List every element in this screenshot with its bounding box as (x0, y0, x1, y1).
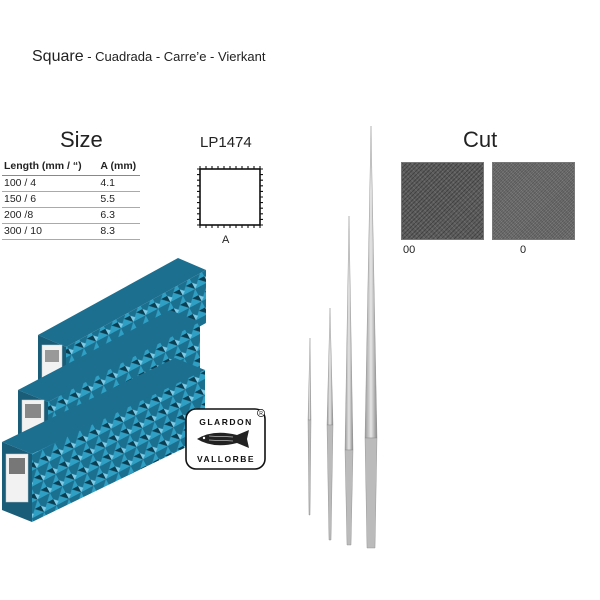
logo-top-text: GLARDON (199, 417, 252, 427)
title-translations: - Cuadrada - Carre’e - Vierkant (83, 49, 266, 64)
a-cell: 4.1 (86, 175, 140, 192)
file-100 (307, 337, 312, 516)
a-cell: 6.3 (86, 207, 140, 224)
profile-dimension-label: A (222, 234, 230, 246)
size-heading: Size (60, 127, 103, 152)
square-files-image (307, 125, 378, 549)
length-cell: 100 / 4 (2, 175, 87, 192)
cut-swatch-0 (492, 162, 575, 240)
svg-text:R: R (259, 411, 263, 417)
logo-bottom-text: VALLORBE (197, 454, 255, 464)
file-300 (364, 125, 378, 549)
table-row: 300 / 10 8.3 (2, 223, 140, 240)
table-row: 100 / 4 4.1 (2, 175, 140, 192)
cut-heading: Cut (463, 127, 498, 152)
cut-swatch-label: 0 (520, 244, 527, 256)
profile-code: LP1474 (200, 134, 252, 151)
a-cell: 5.5 (86, 191, 140, 208)
table-row: 150 / 6 5.5 (2, 191, 140, 208)
size-table: Length (mm / “) A (mm) 100 / 4 4.1 150 /… (2, 158, 140, 240)
title-main: Square (32, 48, 84, 65)
table-header-row: Length (mm / “) A (mm) (2, 158, 140, 176)
cut-swatch-00 (401, 162, 484, 240)
square-profile-icon (197, 166, 263, 228)
fish-icon (197, 430, 249, 448)
length-cell: 200 /8 (2, 207, 87, 224)
column-header-a: A (mm) (86, 158, 140, 176)
file-150 (326, 307, 334, 541)
length-cell: 150 / 6 (2, 191, 87, 208)
column-header-length: Length (mm / “) (2, 158, 87, 176)
glardon-vallorbe-logo: R GLARDON VALLORBE (185, 408, 266, 470)
cut-swatch-label: 00 (403, 244, 416, 256)
box-front (2, 358, 205, 522)
packaging-boxes-image (2, 258, 206, 522)
length-cell: 300 / 10 (2, 223, 87, 240)
file-200 (344, 215, 354, 546)
page-title: Square - Cuadrada - Carre’e - Vierkant (32, 48, 265, 66)
table-row: 200 /8 6.3 (2, 207, 140, 224)
a-cell: 8.3 (86, 223, 140, 240)
